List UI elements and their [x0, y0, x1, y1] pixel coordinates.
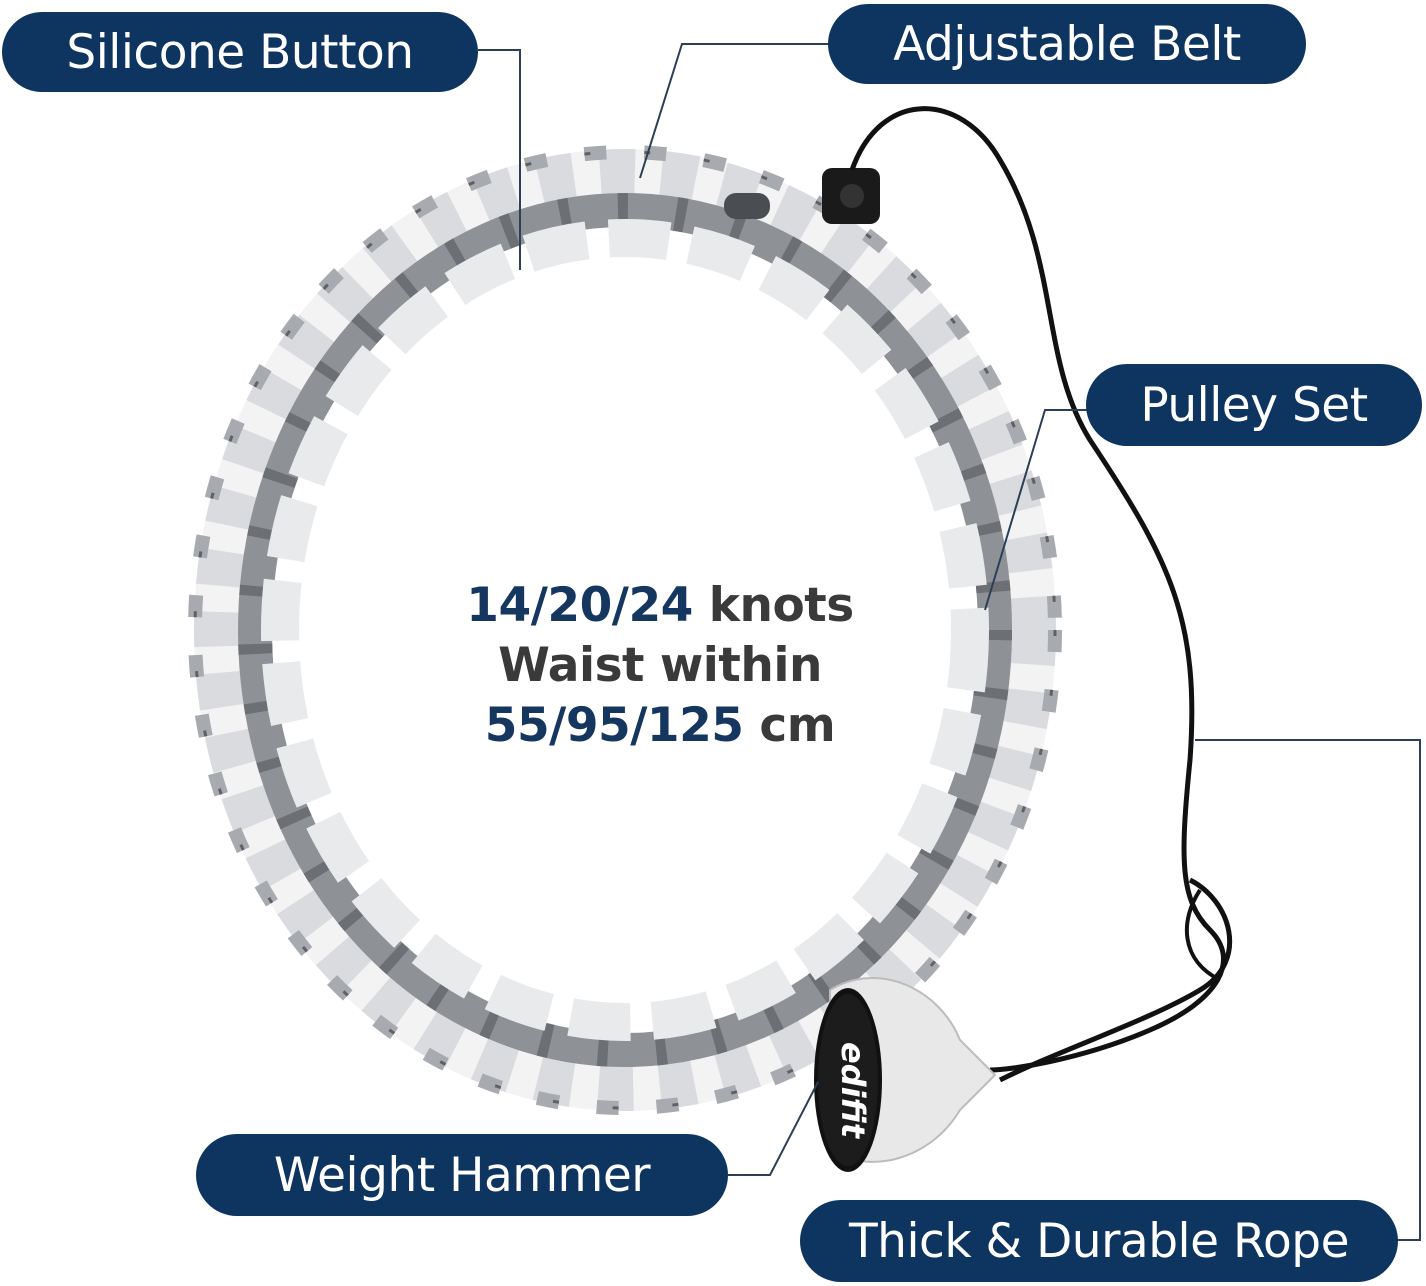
adjustable-belt-text: Adjustable Belt — [893, 16, 1241, 72]
pulley-icon — [822, 168, 880, 224]
pulley-set-text: Pulley Set — [1140, 377, 1368, 433]
weight-hammer-icon — [814, 977, 997, 1172]
leader-lines — [478, 43, 1421, 1241]
rope-illustration — [849, 106, 1226, 1073]
belt-buckle-icon — [724, 193, 770, 219]
waist-unit: cm — [759, 698, 836, 753]
knots-values: 14/20/24 — [466, 578, 693, 633]
rope-label: Thick & Durable Rope — [800, 1200, 1398, 1282]
waist-values: 55/95/125 — [484, 698, 744, 753]
pulley-set-label: Pulley Set — [1086, 364, 1422, 446]
knots-line: 14/20/24 knots — [430, 576, 890, 636]
weight-hammer-label: Weight Hammer — [196, 1134, 728, 1216]
silicone-button-label: Silicone Button — [2, 12, 478, 92]
spec-block: 14/20/24 knots Waist within 55/95/125 cm — [430, 576, 890, 756]
weight-hammer-text: Weight Hammer — [273, 1147, 651, 1203]
brand-logo: edifit — [834, 1041, 872, 1139]
knots-unit: knots — [708, 578, 854, 633]
hula-hoop-illustration — [188, 145, 1062, 1115]
waist-line: Waist within — [498, 638, 822, 693]
silicone-button-text: Silicone Button — [66, 24, 414, 80]
rope-text: Thick & Durable Rope — [848, 1213, 1350, 1269]
adjustable-belt-label: Adjustable Belt — [828, 4, 1306, 84]
waist-values-line: 55/95/125 cm — [430, 696, 890, 756]
